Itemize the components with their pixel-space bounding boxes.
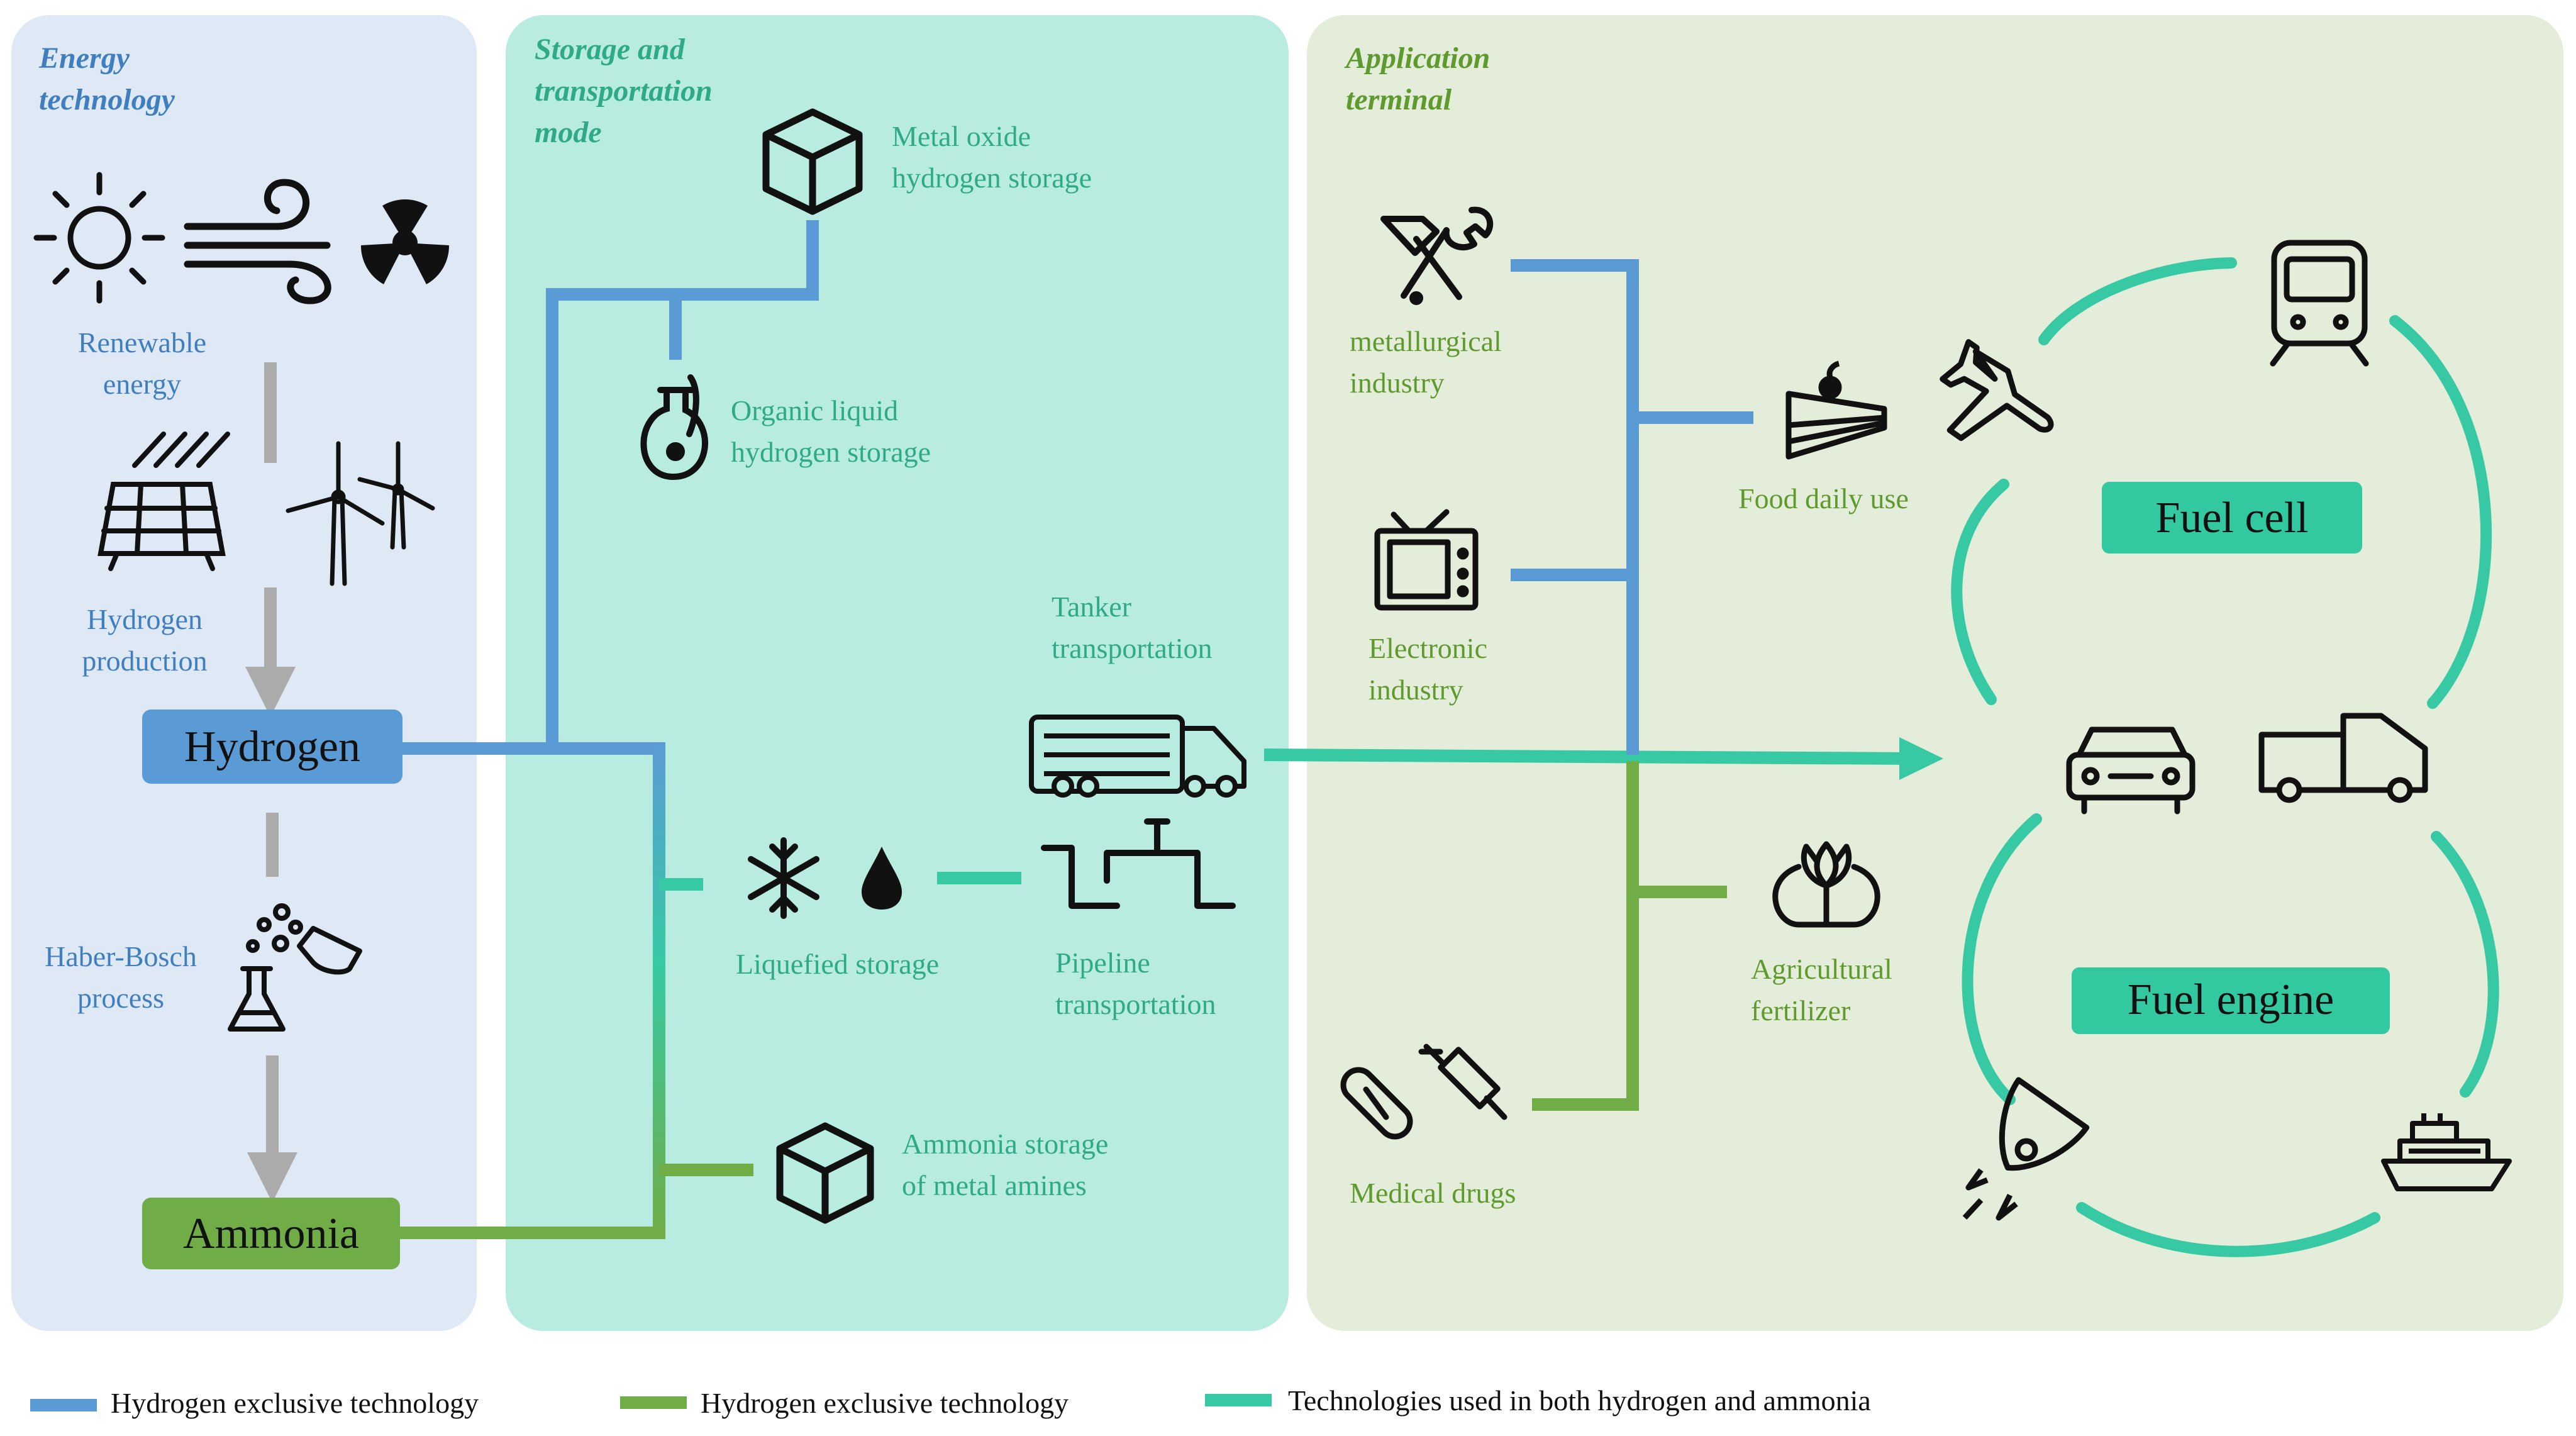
label-metallurgical-2: industry	[1350, 367, 1445, 399]
hydrogen-box	[142, 710, 402, 784]
snowflake-icon	[748, 837, 819, 919]
tv-icon	[1374, 509, 1479, 611]
fuel-cell-box	[2102, 482, 2362, 554]
label-agricultural-2: fertilizer	[1751, 994, 1850, 1027]
fuel-engine-box	[2072, 967, 2390, 1034]
label-organic-1: Organic liquid	[731, 394, 898, 426]
panel-title-storage-3: mode	[535, 116, 602, 149]
label-electronic-1: Electronic	[1368, 632, 1487, 664]
panel-title-storage-1: Storage and	[535, 33, 686, 66]
shared-route-trunk	[653, 742, 665, 1234]
label-hydrogen-production-2: production	[82, 645, 207, 677]
legend-label-1: Hydrogen exclusive technology	[111, 1387, 479, 1419]
label-haber-bosch-1: Haber-Bosch	[45, 940, 197, 972]
fuel-cell-ring	[1951, 257, 2492, 709]
fuel-cell-label: Fuel cell	[2156, 494, 2309, 542]
sun-icon	[33, 172, 165, 304]
wind-turbine-icon	[286, 441, 435, 586]
legend-swatch-green	[620, 1396, 687, 1409]
application-ammonia-lines	[1532, 761, 1727, 1111]
label-food: Food daily use	[1738, 482, 1909, 515]
label-pipeline-1: Pipeline	[1055, 947, 1150, 979]
cube-icon-metal-oxide	[762, 108, 863, 215]
truck-icon	[2258, 713, 2428, 803]
plant-icon	[1772, 841, 1880, 928]
cube-icon-amines	[776, 1122, 874, 1224]
legend-label-2: Hydrogen exclusive technology	[701, 1387, 1069, 1419]
pipeline-icon	[1041, 818, 1236, 909]
panel-application-terminal	[1307, 15, 2563, 1331]
fuel-engine-label: Fuel engine	[2128, 976, 2334, 1024]
flask-icon-organic	[640, 374, 708, 481]
label-pipeline-2: transportation	[1055, 988, 1216, 1020]
rocket-icon	[1962, 1077, 2090, 1221]
legend-label-3: Technologies used in both hydrogen and a…	[1288, 1384, 1871, 1417]
label-agricultural-1: Agricultural	[1751, 953, 1892, 985]
tools-icon	[1380, 206, 1494, 305]
panel-title-storage-2: transportation	[535, 74, 713, 108]
train-icon	[2270, 240, 2369, 367]
medicine-icon	[1340, 1044, 1507, 1140]
label-metal-oxide-1: Metal oxide	[892, 120, 1031, 152]
fuel-engine-ring	[1962, 813, 2499, 1257]
label-hydrogen-production-1: Hydrogen	[87, 603, 203, 635]
ammonia-box	[142, 1198, 400, 1269]
application-hydrogen-lines	[1511, 259, 1753, 755]
wind-icon	[184, 179, 331, 304]
radiation-icon	[360, 199, 450, 284]
tanker-to-application-arrow-line	[1263, 749, 1913, 765]
label-organic-2: hydrogen storage	[731, 436, 931, 468]
panel-title-energy-2: technology	[39, 83, 175, 116]
panel-energy-technology	[11, 15, 477, 1331]
panel-title-application-2: terminal	[1346, 83, 1452, 116]
label-liquefied: Liquefied storage	[736, 948, 939, 980]
label-medical: Medical drugs	[1350, 1177, 1516, 1209]
panel-title-energy-1: Energy	[38, 42, 130, 75]
label-amines-1: Ammonia storage	[902, 1128, 1108, 1160]
label-metallurgical-1: metallurgical	[1350, 325, 1502, 357]
legend-swatch-blue	[30, 1399, 97, 1411]
label-metal-oxide-2: hydrogen storage	[892, 162, 1092, 194]
panel-title-application-1: Application	[1344, 42, 1490, 75]
label-renewable-1: Renewable	[78, 326, 206, 359]
chemistry-flask-icon	[228, 903, 362, 1032]
legend-swatch-teal	[1205, 1394, 1272, 1406]
label-tanker-1: Tanker	[1052, 591, 1131, 623]
label-electronic-2: industry	[1368, 674, 1463, 706]
hydrogen-box-label: Hydrogen	[184, 723, 360, 771]
ammonia-box-label: Ammonia	[183, 1210, 359, 1258]
label-tanker-2: transportation	[1052, 632, 1213, 664]
ship-icon	[2381, 1113, 2512, 1191]
label-haber-bosch-2: process	[77, 982, 164, 1014]
car-icon	[2066, 726, 2196, 815]
solar-panel-icon	[97, 431, 230, 571]
airplane-icon	[1940, 339, 2054, 442]
label-renewable-2: energy	[103, 368, 181, 400]
cake-icon	[1785, 360, 1887, 460]
droplet-icon	[862, 847, 902, 910]
tanker-to-application-arrowhead	[1899, 737, 1943, 780]
tanker-truck-icon	[1029, 715, 1246, 798]
panel-storage-transport	[506, 15, 1289, 1331]
label-amines-2: of metal amines	[902, 1169, 1087, 1201]
